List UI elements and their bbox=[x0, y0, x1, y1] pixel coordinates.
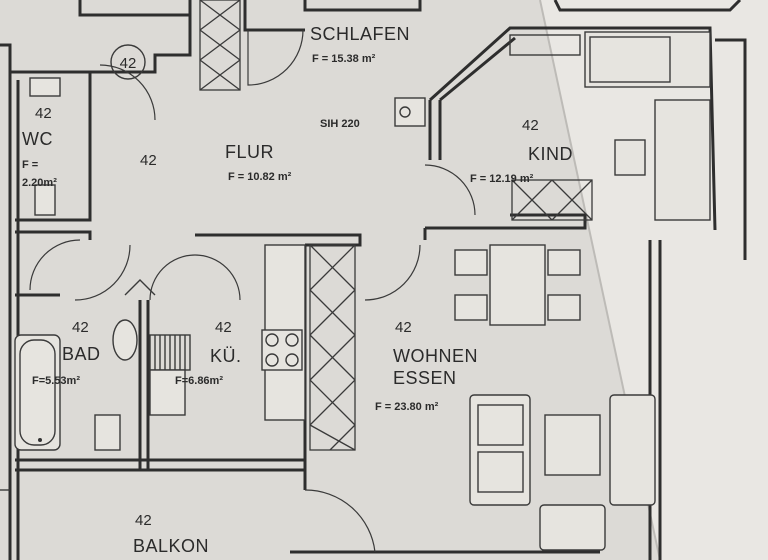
kueche-area: F=6.86m² bbox=[175, 375, 223, 387]
balkon-number: 42 bbox=[135, 512, 152, 529]
kind-area: F = 12.19 m² bbox=[470, 173, 534, 185]
balkon-name: BALKON bbox=[133, 536, 209, 556]
wc-number: 42 bbox=[35, 105, 52, 122]
shafts bbox=[199, 0, 593, 451]
schlafen-area: F = 15.38 m² bbox=[312, 53, 376, 65]
doors bbox=[29, 29, 476, 553]
flur-area: F = 10.82 m² bbox=[228, 171, 292, 183]
wohnen-area: F = 23.80 m² bbox=[375, 401, 439, 413]
kind-name: KIND bbox=[528, 144, 573, 164]
sih-label: SIH 220 bbox=[320, 118, 360, 130]
paper-fold-light bbox=[540, 0, 768, 560]
wc-area-line1: F = bbox=[22, 159, 38, 171]
schlafen-name: SCHLAFEN bbox=[310, 24, 410, 44]
wohnen-name-line1: WOHNEN bbox=[393, 346, 478, 366]
flur-number: 42 bbox=[140, 152, 157, 169]
wc-area-line2: 2.20m² bbox=[22, 177, 57, 189]
room-labels: 42 SCHLAFEN F = 15.38 m² 42 WC F = 2.20m… bbox=[22, 24, 573, 556]
entrance-number: 42 bbox=[120, 55, 137, 72]
furniture bbox=[14, 31, 711, 551]
wc-name: WC bbox=[22, 129, 53, 149]
kueche-number: 42 bbox=[215, 319, 232, 336]
kind-number: 42 bbox=[522, 117, 539, 134]
flur-name: FLUR bbox=[225, 142, 274, 162]
wohnen-name-line2: ESSEN bbox=[393, 368, 457, 388]
wohnen-number: 42 bbox=[395, 319, 412, 336]
bad-name: BAD bbox=[62, 344, 101, 364]
bad-number: 42 bbox=[72, 319, 89, 336]
kueche-name: KÜ. bbox=[210, 346, 242, 366]
bad-area: F=5.53m² bbox=[32, 375, 80, 387]
